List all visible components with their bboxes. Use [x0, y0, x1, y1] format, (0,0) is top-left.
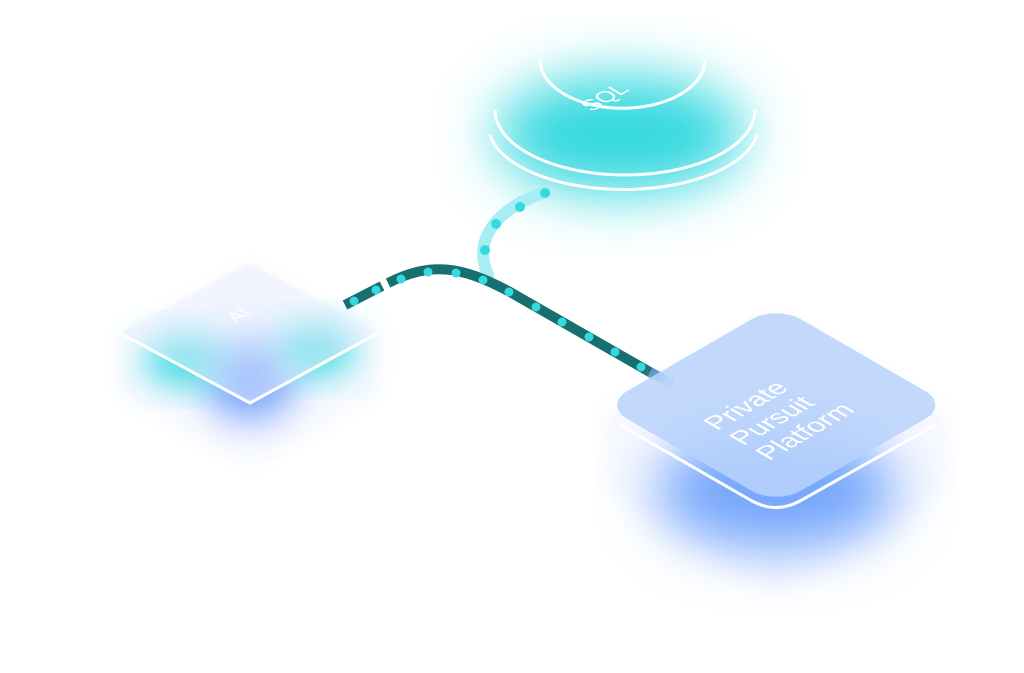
flow-dot	[349, 296, 359, 306]
flow-dot	[451, 268, 461, 278]
flow-dot	[531, 302, 541, 312]
main-line	[385, 264, 658, 380]
sql-ring	[493, 109, 757, 177]
ai-glow-blue	[205, 340, 295, 420]
flow-dot	[515, 202, 525, 212]
sql-ring	[538, 59, 707, 110]
sql-branch-line	[477, 186, 551, 281]
flow-dot	[491, 219, 501, 229]
ai-edge	[119, 331, 379, 405]
flow-dot	[557, 317, 567, 327]
flow-dot	[504, 287, 514, 297]
platform-top-face	[617, 313, 936, 497]
flow-dot	[423, 267, 433, 277]
platform-edge	[619, 423, 936, 509]
connector-main	[342, 264, 675, 389]
flow-dot	[396, 274, 406, 284]
flow-dot	[584, 332, 594, 342]
flow-dot	[478, 275, 488, 285]
ai-node: AI	[119, 262, 379, 468]
platform-node: Private Pursuit Platform	[603, 312, 949, 590]
ai-glow-cyan	[145, 335, 225, 385]
sql-node: SQL	[488, 59, 759, 195]
sql-ring	[488, 134, 759, 191]
flow-dot	[636, 362, 646, 372]
flow-dot	[480, 245, 490, 255]
flow-dot	[371, 285, 381, 295]
ai-glow-cyan	[275, 325, 355, 375]
flow-dot	[540, 188, 550, 198]
flow-dot	[610, 347, 620, 357]
connector-sql	[477, 186, 551, 281]
